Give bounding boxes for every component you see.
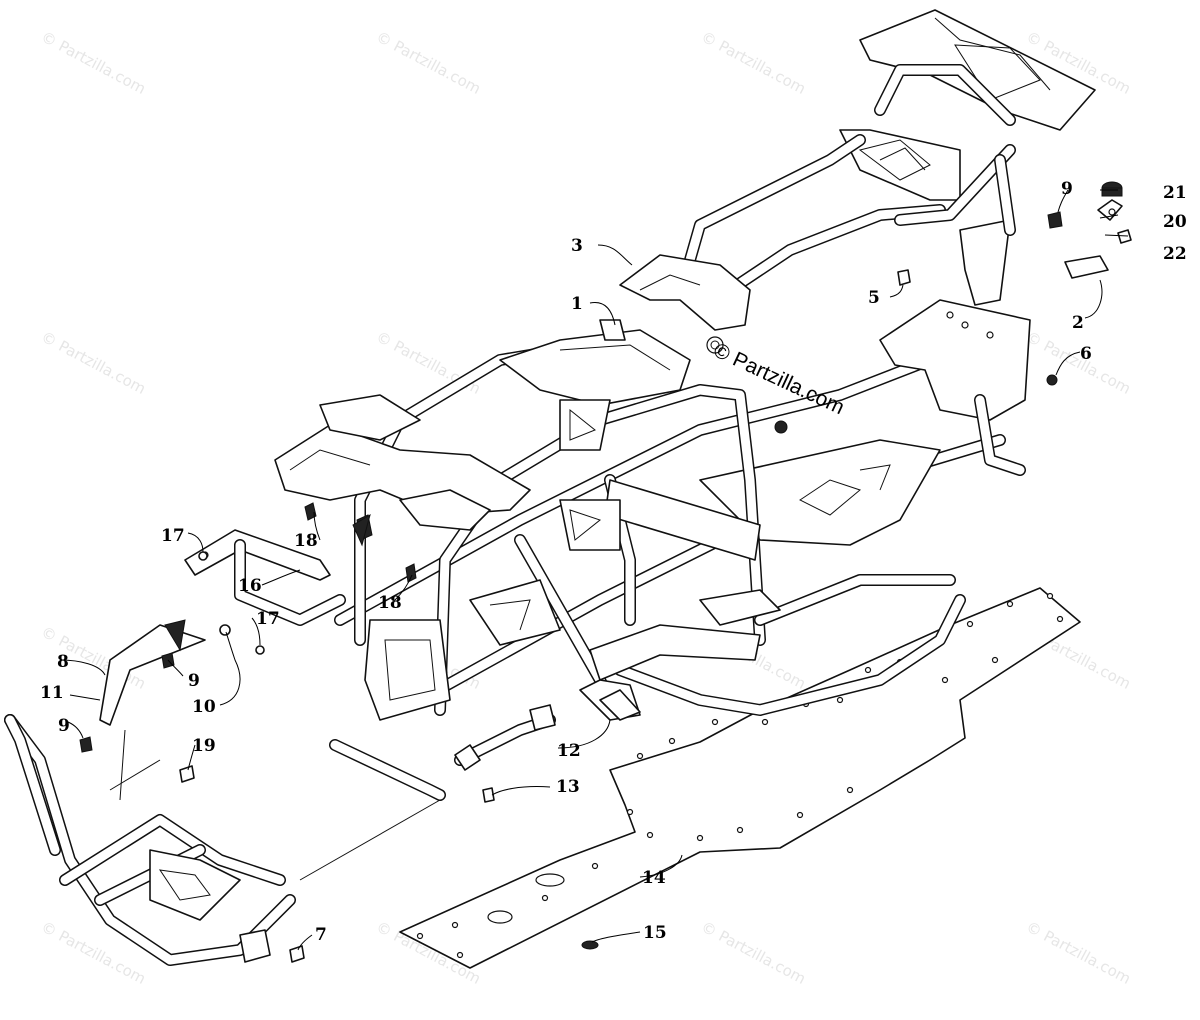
- callout-12: 12: [557, 741, 581, 761]
- callout-9-bumper: 9: [58, 716, 70, 736]
- callout-8: 8: [57, 652, 69, 672]
- rear-subframe: [619, 9, 1096, 354]
- callout-3: 3: [571, 236, 583, 256]
- watermark: © Partzilla.com: [373, 328, 484, 398]
- callout-15: 15: [643, 923, 667, 943]
- watermark: © Partzilla.com: [373, 28, 484, 98]
- callout-14: 14: [642, 868, 666, 888]
- watermark: © Partzilla.com: [38, 328, 149, 398]
- callout-18-upper: 18: [294, 531, 318, 551]
- watermark: © Partzilla.com: [38, 28, 149, 98]
- callout-16: 16: [238, 576, 262, 596]
- leader-lines: [59, 189, 1129, 951]
- callout-2: 2: [1072, 313, 1084, 333]
- callout-18-lower: 18: [378, 593, 402, 613]
- watermark: © Partzilla.com: [698, 918, 809, 988]
- callout-10: 10: [192, 697, 216, 717]
- callout-21: 21: [1163, 183, 1187, 203]
- callout-7: 7: [315, 925, 327, 945]
- front-bumper: [4, 714, 296, 966]
- callout-6: 6: [1080, 344, 1092, 364]
- callout-22: 22: [1163, 244, 1187, 264]
- watermark: © Partzilla.com: [698, 28, 809, 98]
- callout-9-rear: 9: [1061, 179, 1073, 199]
- callout-13: 13: [556, 777, 580, 797]
- callout-19: 19: [192, 736, 216, 756]
- callout-5: 5: [868, 288, 880, 308]
- watermark: © Partzilla.com: [1023, 918, 1134, 988]
- hardware: [79, 181, 1132, 963]
- watermark: © Partzilla.com: [1023, 328, 1134, 398]
- callout-11: 11: [40, 683, 64, 703]
- main-frame: [274, 299, 1031, 801]
- callout-17-lower: 17: [256, 609, 280, 629]
- callout-1: 1: [571, 294, 583, 314]
- callout-9-front: 9: [188, 671, 200, 691]
- callout-layer: 1 2 3 5 6 7 8 9 9 9 10 11 12 13 14 15 16…: [40, 179, 1187, 945]
- callout-17-upper: 17: [161, 526, 185, 546]
- front-brackets: [99, 513, 371, 726]
- callout-20: 20: [1163, 212, 1187, 232]
